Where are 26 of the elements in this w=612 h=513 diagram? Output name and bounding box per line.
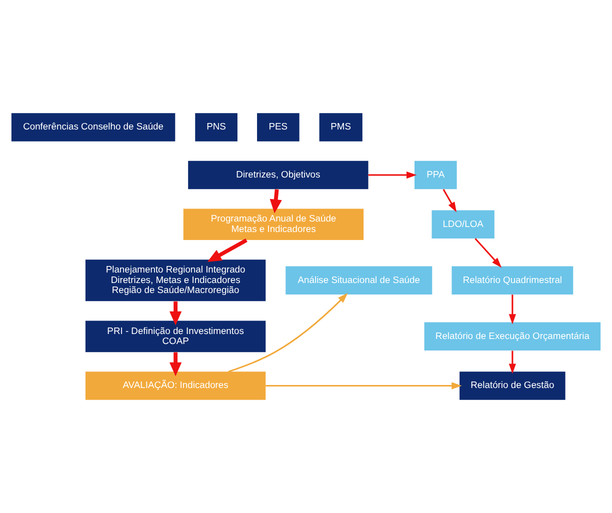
- arrow: [228, 293, 348, 372]
- arrow: [474, 238, 502, 268]
- arrow: [368, 171, 417, 179]
- arrow: [266, 382, 462, 390]
- node-box: LDO/LOA: [432, 210, 494, 238]
- arrow: [508, 294, 516, 324]
- arrow: [207, 238, 248, 262]
- node-box: PMS: [319, 113, 362, 142]
- arrow: [508, 350, 516, 374]
- arrow: [169, 352, 182, 376]
- node-box: Programação Anual de Saúde Metas e Indicadores: [183, 208, 364, 240]
- arrow: [270, 189, 282, 214]
- node-box: Conferências Conselho de Saúde: [11, 113, 176, 142]
- arrow: [169, 301, 182, 326]
- node-box: Relatório de Gestão: [460, 372, 566, 400]
- node-box: Relatório Quadrimestral: [452, 266, 574, 294]
- node-box: Relatório de Execução Orçamentária: [424, 322, 601, 350]
- node-box: Planejamento Regional Integrado Diretrizes, Metas e Indicadores Região de Saúde/Macroregião: [85, 260, 266, 302]
- node-box: PPA: [414, 160, 457, 190]
- node-box: Diretrizes, Objetivos: [188, 160, 368, 190]
- node-box: AVALIAÇÃO: Indicadores: [85, 372, 266, 400]
- node-box: PNS: [195, 113, 238, 142]
- node-box: Análise Situacional de Saúde: [286, 266, 432, 294]
- node-box: PES: [257, 113, 300, 142]
- arrow: [442, 188, 457, 212]
- node-box: PRI - Definição de Investimentos COAP: [85, 320, 266, 352]
